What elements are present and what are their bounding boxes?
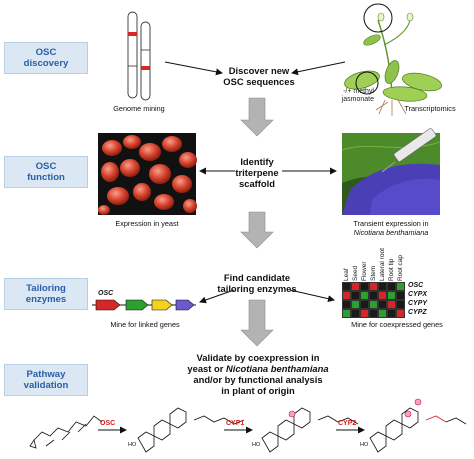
- heatmap-column-label: Leaf: [343, 268, 350, 281]
- heatmap-gene-label: CYPX: [408, 291, 428, 298]
- side-label-line1: Tailoring: [26, 283, 66, 294]
- heatmap-column-label: Root tip: [388, 258, 395, 281]
- heatmap-cell: [378, 282, 387, 291]
- gene-label-osc: OSC: [98, 290, 114, 297]
- heatmap-column-label: Lateral root: [379, 248, 386, 281]
- heatmap-gene-label: CYPY: [408, 300, 428, 307]
- svg-text:HO: HO: [360, 442, 369, 448]
- heatmap-gene-label: CYPZ: [408, 309, 427, 316]
- caption-coexpressed-genes: Mine for coexpressed genes: [351, 320, 443, 329]
- step-line: Validate by coexpression in: [196, 352, 320, 363]
- heatmap-column-label: Root cap: [397, 254, 404, 281]
- caption-linked-genes: Mine for linked genes: [110, 320, 180, 329]
- heatmap-cell: [387, 291, 396, 300]
- step-line: Find candidate: [223, 272, 291, 283]
- side-label-line2: discovery: [23, 58, 69, 69]
- enzyme-label: OSC: [100, 420, 116, 427]
- caption-line: Transient expression in: [353, 219, 429, 228]
- heatmap-cell: [360, 309, 369, 318]
- svg-text:HO: HO: [252, 442, 261, 448]
- species-name: Nicotiana benthamiana: [353, 228, 429, 237]
- heatmap-cell: [360, 291, 369, 300]
- caption-expression-yeast: Expression in yeast: [115, 219, 179, 228]
- heatmap-cell: [387, 282, 396, 291]
- heatmap-cell: [342, 309, 351, 318]
- heatmap-cell: [351, 291, 360, 300]
- side-label-line2: validation: [23, 380, 69, 391]
- triterpene-molecule-icon: [29, 407, 467, 453]
- heatmap-column-label: Seed: [352, 265, 359, 281]
- step-line: triterpene: [235, 167, 279, 178]
- step-line: scaffold: [239, 178, 275, 189]
- heatmap-cell: [351, 282, 360, 291]
- caption-methyl-jasmonate: -/+ methyl jasmonate: [324, 88, 374, 104]
- heatmap-cell: [369, 291, 378, 300]
- heatmap-cell: [369, 309, 378, 318]
- heatmap-cell: [351, 309, 360, 318]
- side-label-line1: OSC: [35, 47, 57, 58]
- enzyme-label: CYP1: [226, 420, 245, 427]
- step-line: OSC sequences: [223, 76, 295, 87]
- heatmap-cell: [342, 282, 351, 291]
- heatmap-cell: [342, 291, 351, 300]
- heatmap-cell: [369, 282, 378, 291]
- pathway-highlights: HO HO HO: [128, 398, 422, 448]
- heatmap-cell: [387, 309, 396, 318]
- step-line: tailoring enzymes: [217, 283, 297, 294]
- heatmap-cell: [369, 300, 378, 309]
- step-find: Find candidate tailoring enzymes: [198, 272, 316, 294]
- side-label-line2: enzymes: [25, 294, 67, 305]
- caption-line: jasmonate: [341, 96, 374, 103]
- heatmap-gene-label: OSC: [408, 282, 424, 289]
- heatmap-cell: [387, 300, 396, 309]
- leaf-injection-image: [341, 128, 441, 215]
- gray-arrow-icon: [240, 97, 274, 347]
- step-line: and/or by functional analysis: [193, 374, 323, 385]
- heatmap-cell: [360, 300, 369, 309]
- heatmap-column-label: Flower: [361, 261, 368, 281]
- step-line-part: yeast or: [187, 363, 226, 374]
- step-line: Discover new: [228, 65, 290, 76]
- gene-cluster-icon: [92, 299, 196, 311]
- plant-icon: [344, 3, 442, 116]
- caption-line: -/+ methyl: [343, 88, 374, 95]
- step-discover: Discover new OSC sequences: [198, 65, 320, 87]
- heatmap-cell: [342, 300, 351, 309]
- chromosome-icon: [127, 11, 151, 101]
- step-identify: Identify triterpene scaffold: [210, 156, 304, 189]
- heatmap-cell: [378, 300, 387, 309]
- caption-genome-mining: Genome mining: [113, 104, 165, 113]
- heatmap-cell: [396, 291, 405, 300]
- heatmap-cell: [378, 291, 387, 300]
- heatmap-column-label: Stem: [370, 265, 377, 281]
- enzyme-label: CYP2: [338, 420, 357, 427]
- heatmap-cell: [396, 282, 405, 291]
- heatmap-cell: [396, 309, 405, 318]
- side-label-line1: Pathway: [26, 369, 66, 380]
- caption-transcriptomics: Transcriptomics: [404, 104, 456, 113]
- svg-text:HO: HO: [128, 442, 137, 448]
- heatmap-cell: [360, 282, 369, 291]
- step-validate: Validate by coexpression in yeast or Nic…: [168, 352, 348, 396]
- heatmap-cell: [351, 300, 360, 309]
- side-label-line1: OSC: [35, 161, 57, 172]
- heatmap-cell: [396, 300, 405, 309]
- side-label-line2: function: [27, 172, 65, 183]
- heatmap-cell: [378, 309, 387, 318]
- yeast-cells-image: [98, 133, 197, 215]
- caption-transient-expression: Transient expression in Nicotiana bentha…: [336, 219, 446, 237]
- step-line: Identify: [240, 156, 274, 167]
- species-name: Nicotiana benthamiana: [225, 363, 329, 374]
- step-line: in plant of origin: [221, 385, 295, 396]
- step-line: yeast or Nicotiana benthamiana: [168, 363, 348, 374]
